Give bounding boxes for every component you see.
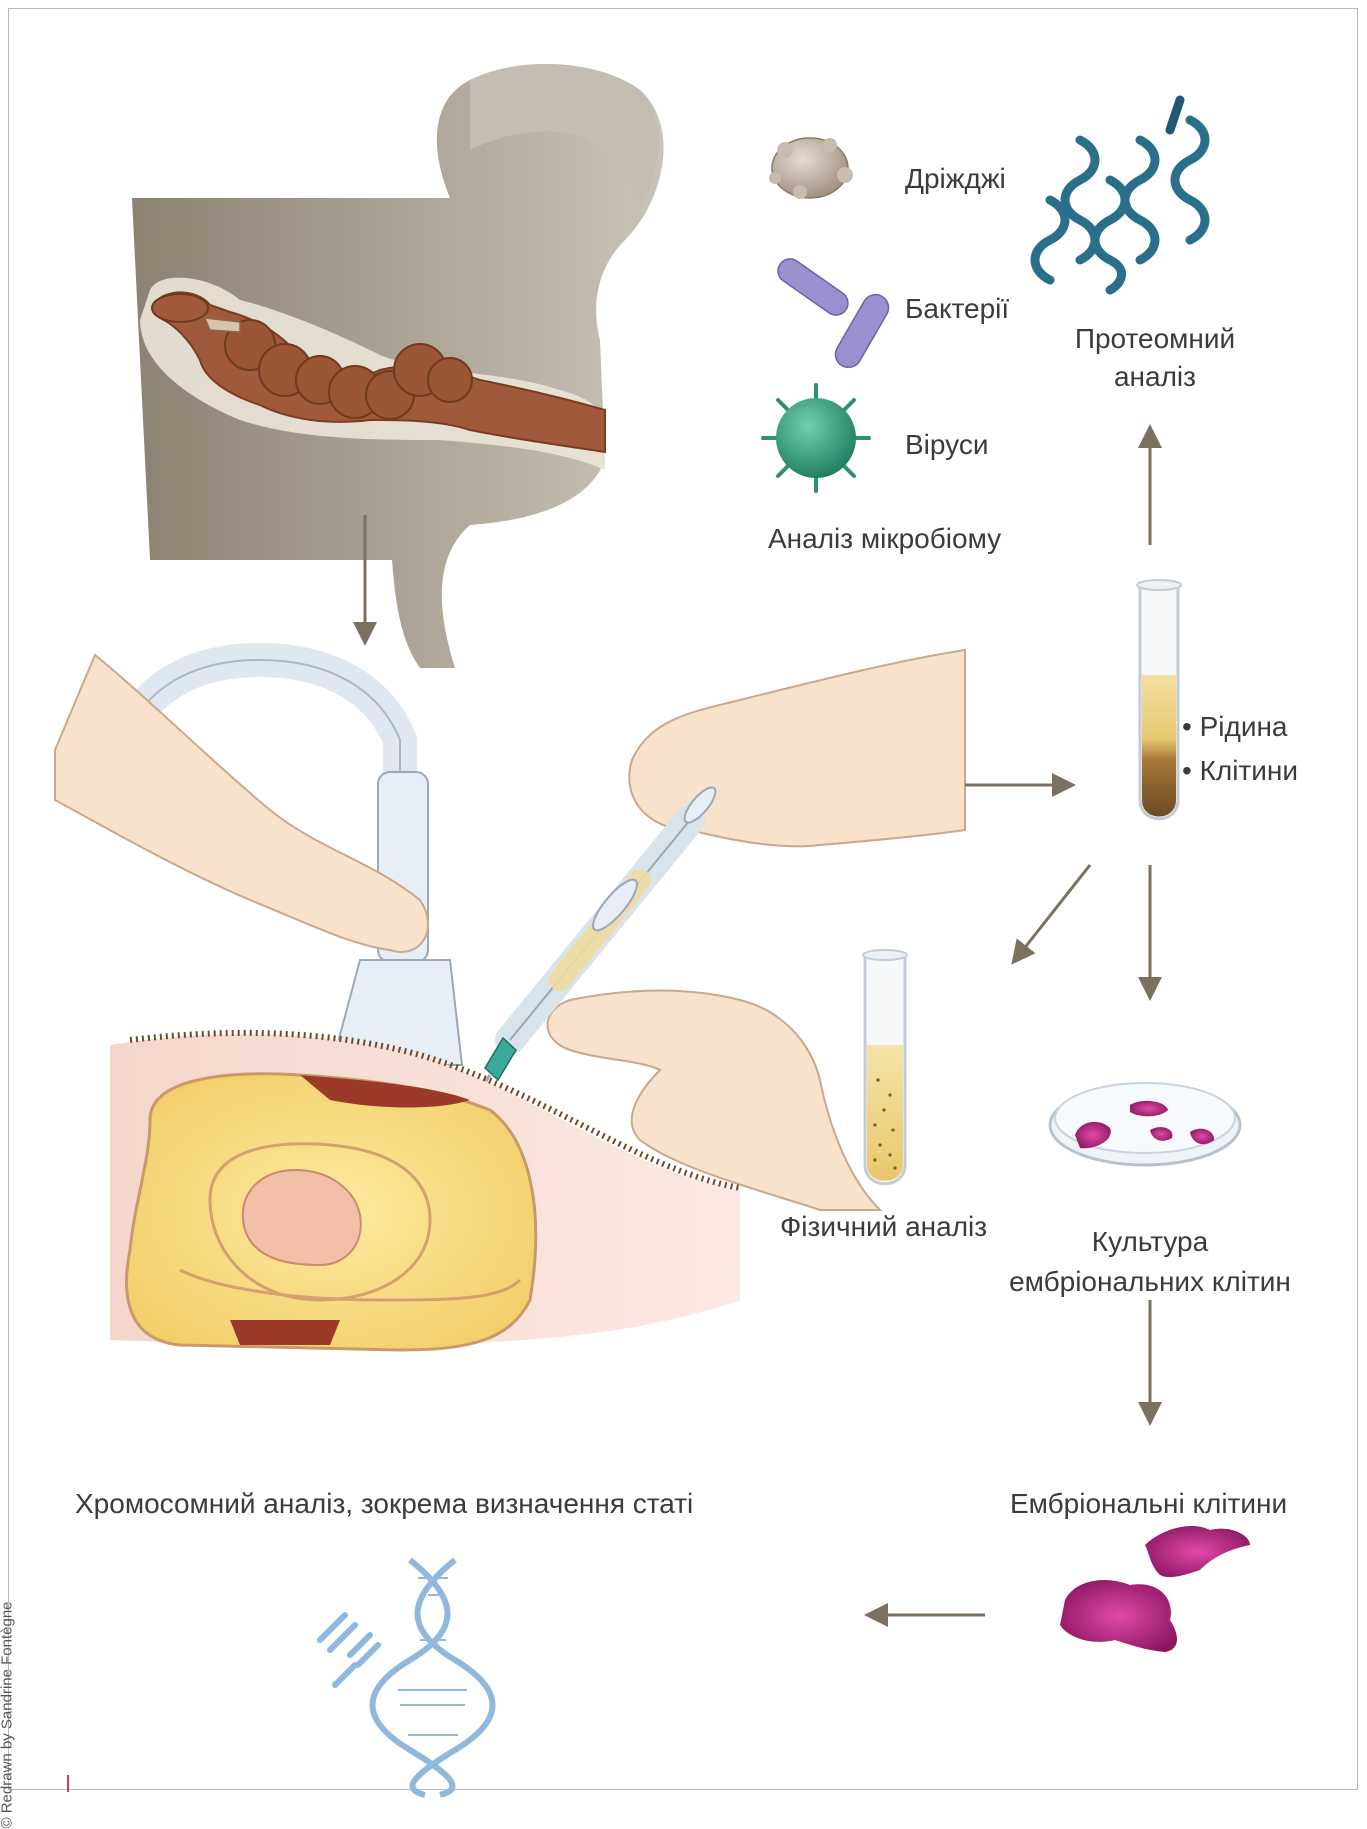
label-physical-analysis: Фізичний аналіз <box>780 1210 987 1244</box>
label-culture-line1: Культура <box>1000 1225 1300 1259</box>
label-embryonic-cells: Ембріональні клітини <box>1010 1487 1287 1521</box>
petri-dish <box>1050 1083 1240 1165</box>
label-fluid: • Рідина <box>1182 710 1288 744</box>
label-proteomic-line1: Протеомний <box>1060 322 1250 356</box>
physical-analysis-tube <box>863 950 907 1184</box>
yeast-icon <box>769 138 853 199</box>
label-yeast: Дріжджі <box>905 162 1006 196</box>
protein-icon <box>1035 100 1205 290</box>
label-microbiome-analysis: Аналіз мікробіому <box>768 522 1001 556</box>
arrow-tube-to-physical <box>1015 865 1090 960</box>
label-viruses: Віруси <box>905 428 988 462</box>
sample-tube <box>1137 580 1181 819</box>
abdomen-section <box>110 1033 740 1350</box>
label-proteomic-line2: аналіз <box>1060 360 1250 394</box>
chromosomes-icon <box>320 1615 378 1685</box>
dna-icon <box>373 1560 493 1795</box>
embryonic-cells <box>1060 1526 1250 1652</box>
label-chromosome-analysis: Хромосомний аналіз, зокрема визначення с… <box>75 1487 693 1521</box>
bacteria-icon <box>773 254 893 372</box>
label-bacteria: Бактерії <box>905 292 1009 326</box>
label-culture-line2: ембріональних клітин <box>1000 1265 1300 1299</box>
label-cells: • Клітини <box>1182 754 1298 788</box>
image-credit: © Redrawn by Sandrine Fontègne <box>0 1619 16 1829</box>
virus-icon <box>763 385 869 491</box>
